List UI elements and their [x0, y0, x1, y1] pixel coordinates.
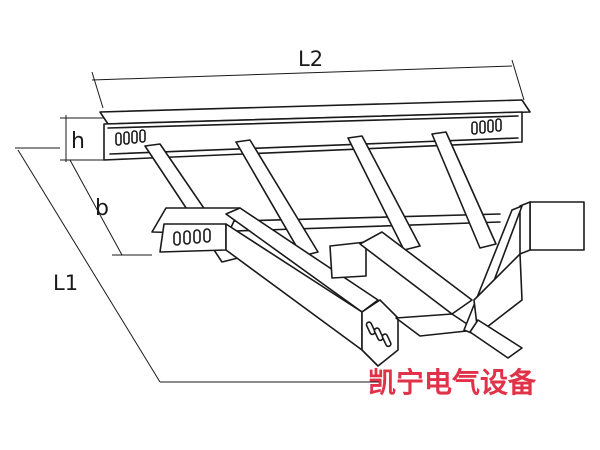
branch-left-end: [361, 299, 399, 367]
label-l2: L2: [298, 47, 323, 71]
dimension-l1: [15, 147, 380, 383]
label-b: b: [95, 196, 109, 221]
label-h: h: [71, 129, 85, 154]
branch-slots-upper: [173, 228, 211, 246]
rail-slots-right: [471, 118, 502, 135]
label-l1: L1: [53, 271, 78, 295]
branch-left-rail: [151, 207, 379, 351]
dimension-b: [69, 159, 152, 256]
watermark-text: 凯宁电气设备: [368, 366, 537, 399]
center-bracket: [329, 231, 477, 337]
dimension-h: [60, 115, 104, 162]
branch-slots-lower: [365, 321, 392, 348]
right-riser: [463, 201, 585, 359]
rungs: [144, 131, 497, 263]
dimension-l2: [91, 59, 525, 109]
rail-slots-left: [115, 129, 146, 146]
back-side-rail: [99, 99, 531, 161]
